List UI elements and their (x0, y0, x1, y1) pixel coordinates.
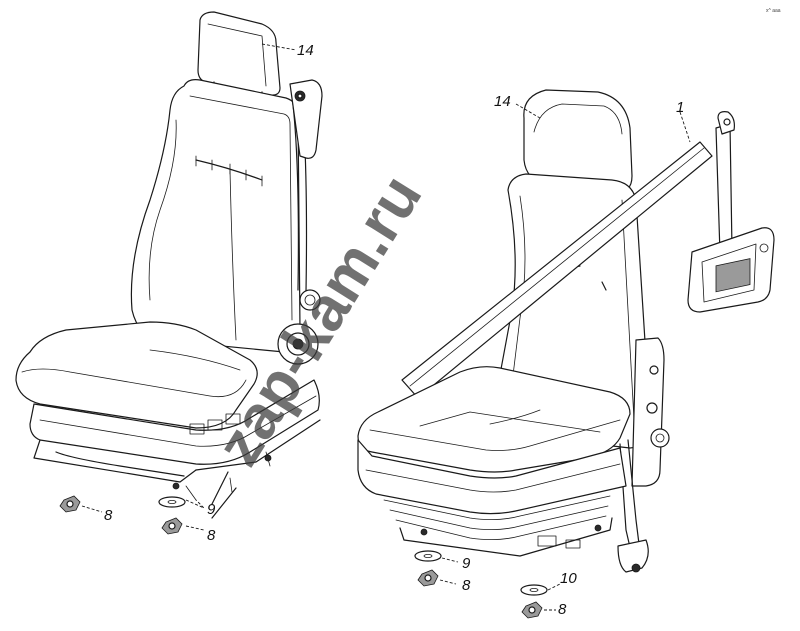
right-washer-a (414, 550, 442, 562)
left-nut-a (59, 495, 81, 513)
callout-right-nut-b: 8 (558, 601, 567, 618)
callout-right-headrest: 14 (494, 93, 511, 110)
right-side-bracket (631, 337, 665, 487)
right-seat-cushion (357, 366, 631, 473)
callout-left-headrest: 14 (297, 42, 314, 59)
callout-left-nut-b: 8 (207, 527, 216, 544)
callout-right-washer-b: 10 (560, 570, 577, 587)
right-seat-base (357, 439, 627, 515)
callout-right-nut-a: 8 (462, 577, 471, 594)
left-seat-base (29, 379, 320, 465)
callout-belt: 1 (676, 99, 684, 116)
callout-right-washer-a: 9 (462, 555, 471, 572)
left-seat (15, 11, 323, 535)
right-nut-a (417, 569, 439, 587)
right-seat-belt (401, 141, 713, 399)
left-seat-cushion (15, 321, 258, 429)
right-nut-b (521, 601, 543, 619)
corner-code: x^ aaa (766, 8, 781, 14)
left-backrest (130, 79, 301, 353)
callout-left-washer: 9 (207, 501, 216, 518)
callout-left-nut-a: 8 (104, 507, 113, 524)
right-washer-b (520, 584, 548, 596)
right-seat (357, 89, 775, 619)
left-washer (158, 496, 186, 508)
left-nut-b (161, 517, 183, 535)
